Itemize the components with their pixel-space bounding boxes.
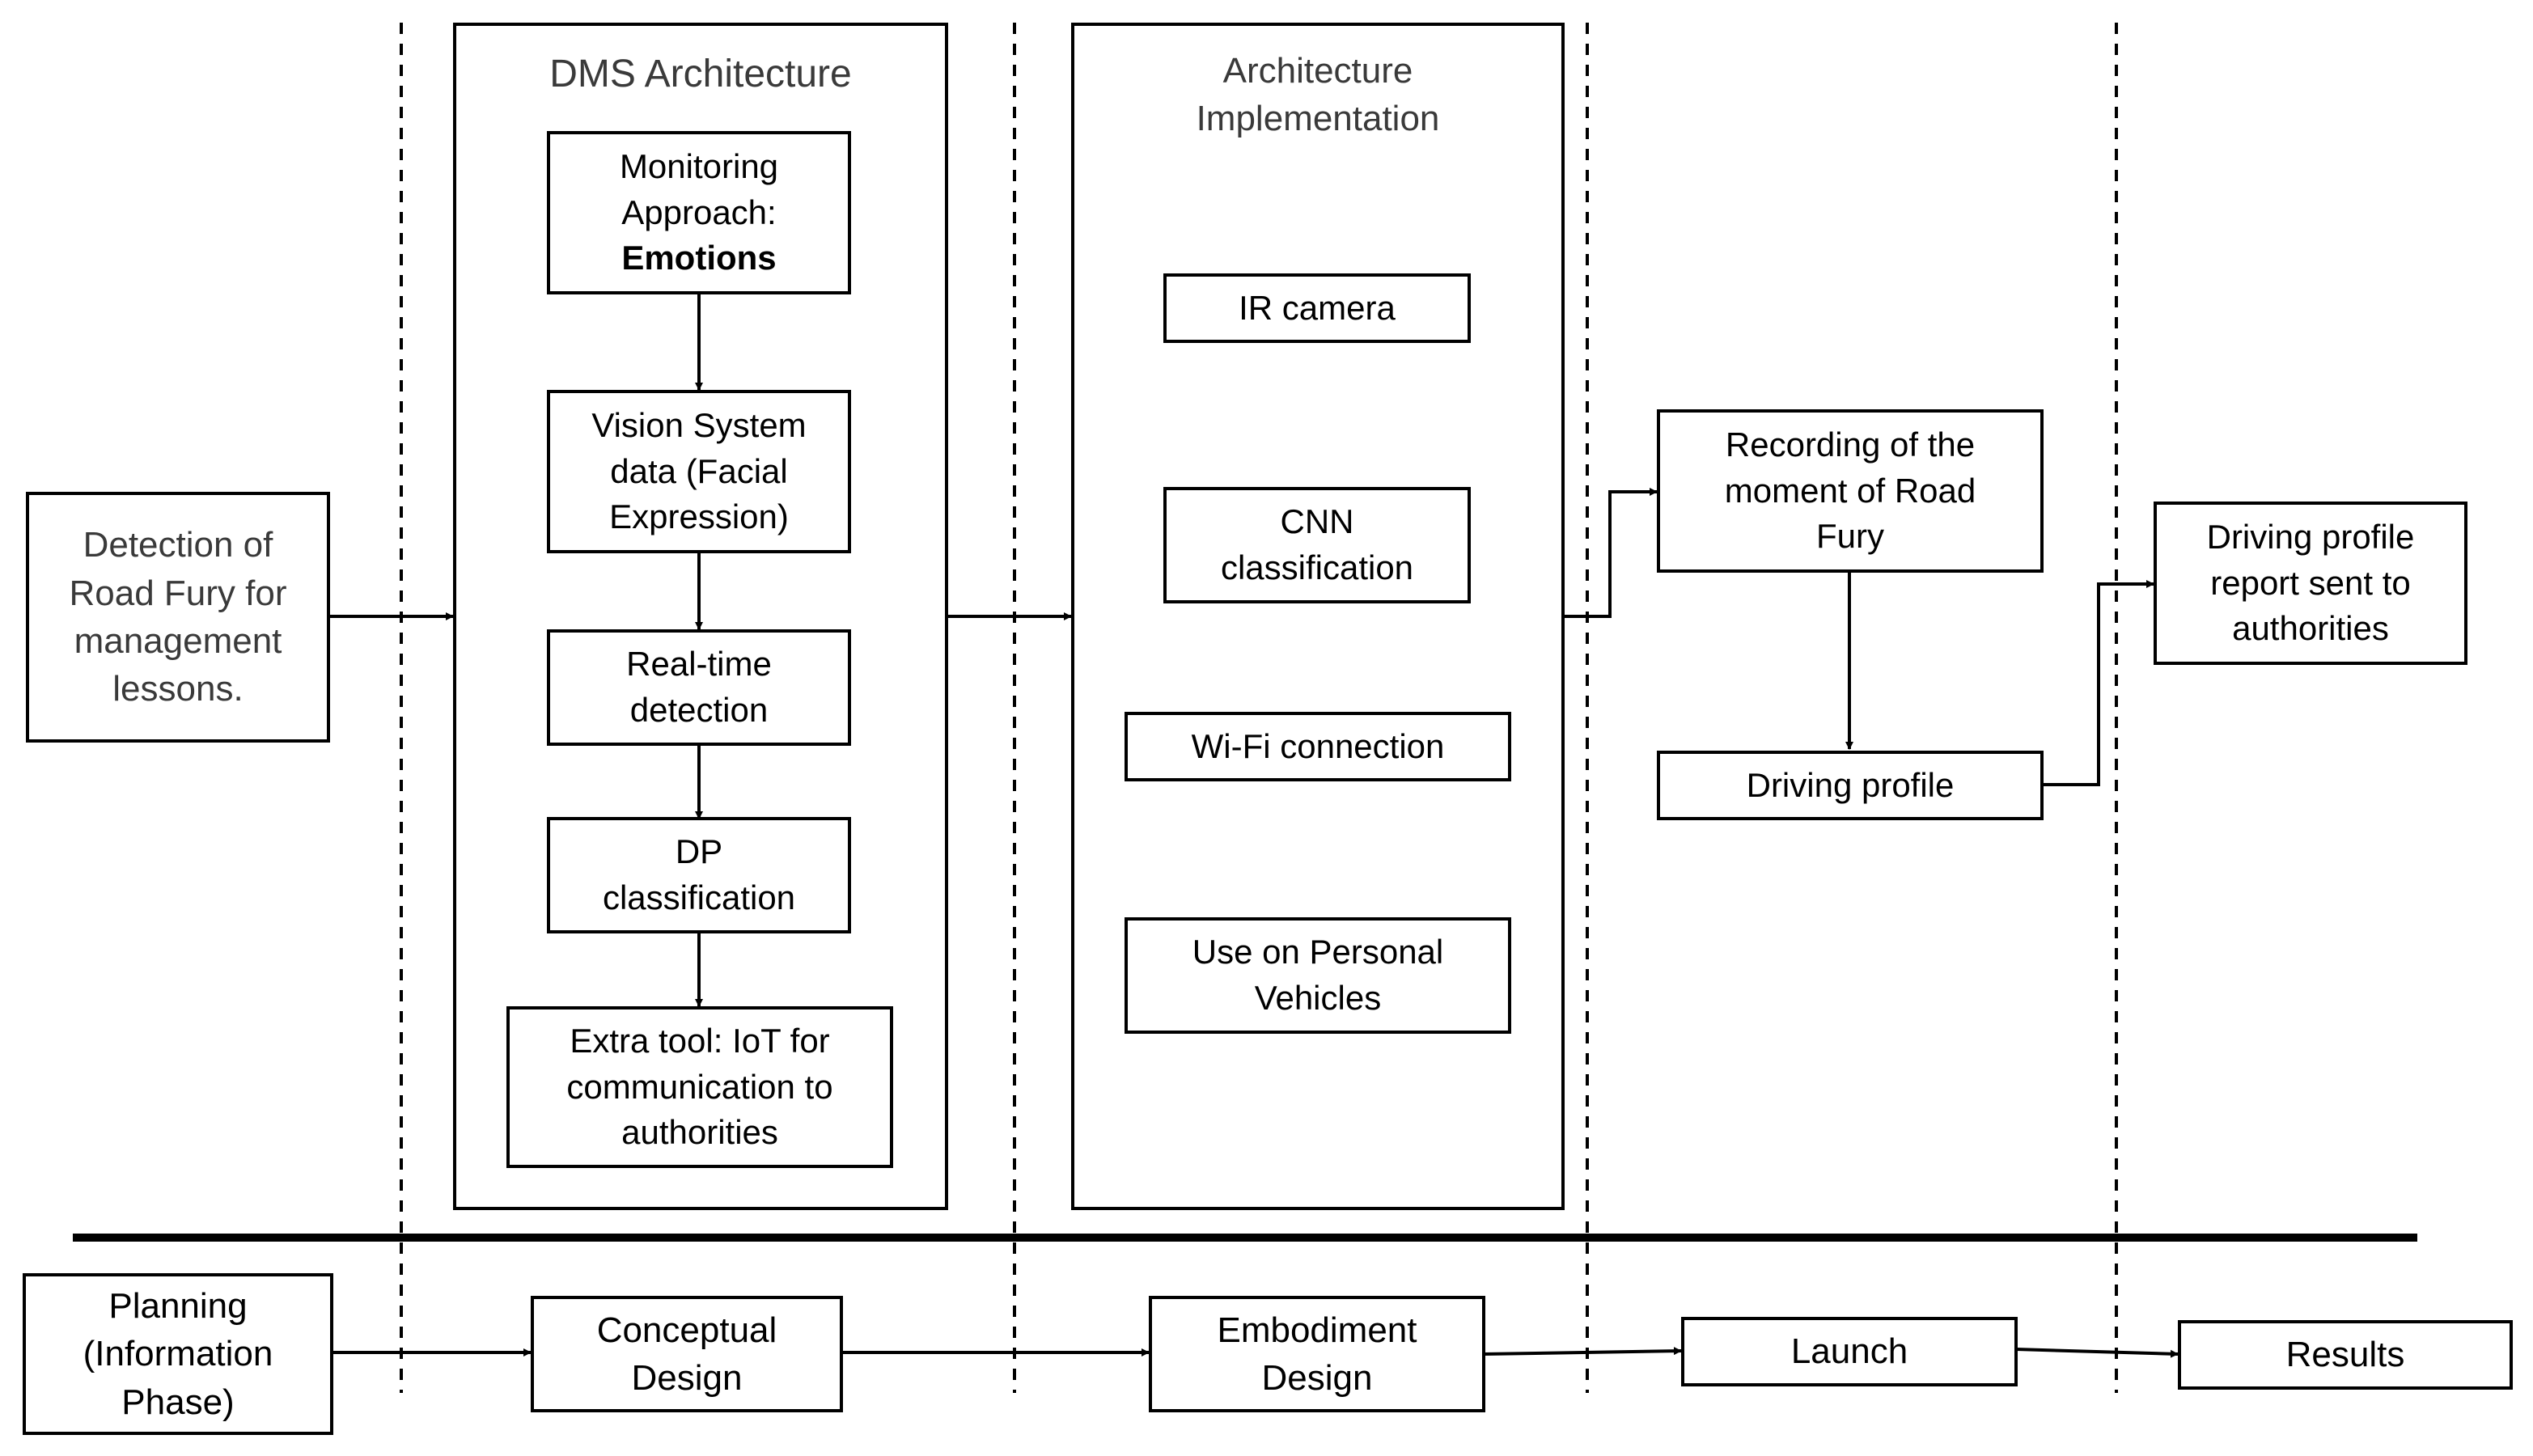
flow-arrows [328,293,2179,1358]
architecture-implementation-title: Architecture Implementation [1196,51,1440,139]
arrow-launch-to-results [2015,1348,2179,1358]
architecture-implementation-container: Architecture Implementation [1071,23,1565,1210]
personal-vehicles-box: Use on Personal Vehicles [1125,917,1511,1034]
results-phase-box: Results [2178,1320,2513,1390]
monitoring-approach-label: Monitoring Approach: [619,146,779,231]
wifi-connection-box: Wi-Fi connection [1125,712,1511,781]
road-fury-recording-box: Recording of the moment of Road Fury [1657,409,2044,573]
ir-camera-box: IR camera [1163,273,1471,343]
arrow-driving-profile-to-report [2042,580,2154,786]
driving-profile-box: Driving profile [1657,751,2044,820]
realtime-detection-box: Real-time detection [547,629,851,746]
dms-architecture-container: DMS Architecture [453,23,948,1210]
launch-phase-box: Launch [1681,1317,2018,1386]
cnn-classification-box: CNN classification [1163,487,1471,603]
vision-system-box: Vision System data (Facial Expression) [547,390,851,553]
dms-architecture-title: DMS Architecture [549,53,852,95]
road-fury-detection-box: Detection of Road Fury for management le… [26,492,330,743]
conceptual-design-box: Conceptual Design [531,1296,843,1412]
arrow-implementation-to-recording [1563,488,1658,618]
monitoring-approach-box: Monitoring Approach: Emotions [547,131,851,294]
monitoring-approach-value: Emotions [621,239,777,277]
extra-tool-iot-box: Extra tool: IoT for communication to aut… [506,1006,893,1168]
driving-profile-report-box: Driving profile report sent to authoriti… [2154,502,2467,665]
embodiment-design-box: Embodiment Design [1149,1296,1485,1412]
dp-classification-box: DP classification [547,817,851,933]
phase-dividers [400,23,2118,1393]
arrow-embodiment-to-launch [1483,1347,1682,1356]
planning-phase-box: Planning (Information Phase) [23,1273,333,1435]
